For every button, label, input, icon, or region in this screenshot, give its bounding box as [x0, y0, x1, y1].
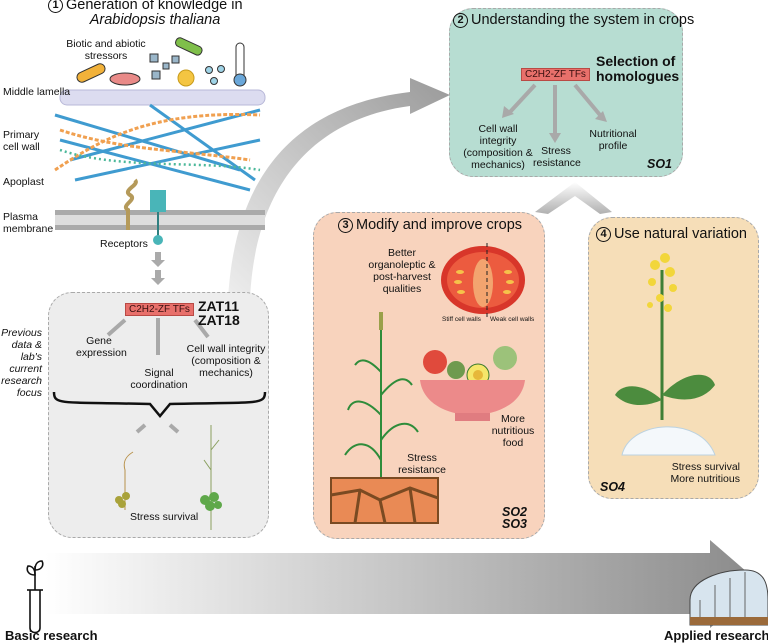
food-label: More nutritious food [491, 413, 535, 449]
output-cell-wall-integrity: Cell wall integrity (composition & mecha… [186, 343, 266, 379]
label-plasma-membrane: Plasma membrane [3, 211, 54, 235]
stress-resistance-label: Stress resistance [398, 452, 446, 476]
snow-mound-icon [621, 426, 716, 456]
signal-down-arrows [151, 252, 165, 285]
hemicellulose-chains [59, 148, 261, 172]
middle-lamella [59, 89, 266, 106]
sun-icon [177, 69, 195, 87]
output-signal-coordination: Signal coordination [130, 367, 188, 391]
bacterium-icon [175, 37, 203, 56]
salt-crystals-icon [149, 53, 180, 80]
stress-survival-label: Stress survival [130, 511, 199, 523]
plasma-membrane [55, 210, 265, 230]
bacterium-icon [76, 63, 106, 83]
stiff-cell-walls-label: Stiff cell walls [442, 316, 481, 323]
cellulose-fibres [54, 103, 261, 192]
label-receptors: Receptors [100, 238, 148, 250]
section1-species: Arabidopsis thaliana [89, 12, 221, 28]
split-arrow-chevron [535, 182, 612, 214]
greenhouse-icon [689, 569, 768, 626]
cereal-plant-icon [344, 312, 419, 485]
arabidopsis-plant-large [200, 425, 222, 530]
selection-of-homologues: Selection of homologues [596, 53, 680, 84]
pectin-chains [54, 112, 261, 172]
applied-research-label: Applied research [664, 628, 768, 643]
weak-cell-walls-label: Weak cell walls [490, 316, 535, 323]
output-cell-wall-integrity: Cell wall integrity (composition & mecha… [463, 123, 533, 171]
objective-so2: SO2 [502, 505, 528, 519]
tomato-icon [441, 243, 525, 318]
section1-title-line1: Generation of knowledge in [66, 0, 243, 13]
output-stress-resistance: Stress resistance [533, 145, 581, 169]
output-nutritional-profile: Nutritional profile [589, 128, 637, 152]
objective-so4: SO4 [600, 480, 626, 494]
tf-output-arrows [106, 318, 210, 434]
label-primary-cell-wall: Primary cell wall [3, 129, 40, 153]
section4-title-text: Use natural variation [614, 226, 747, 242]
objective-so3: SO3 [502, 517, 528, 531]
step-number-badge: 4 [596, 227, 611, 242]
quality-label: Better organoleptic & post-harvest quali… [368, 247, 436, 295]
receptor-kinase [124, 178, 138, 230]
arabidopsis-plant-small [115, 451, 134, 510]
gene-zat11: ZAT11 [198, 298, 239, 314]
tf-label: C2H2-ZF TFs [521, 68, 590, 81]
pathogen-icon [109, 72, 141, 86]
basic-to-applied-arrow [45, 540, 762, 628]
label-apoplast: Apoplast [3, 176, 44, 188]
objective-so1: SO1 [647, 157, 673, 171]
tf-output-arrows [508, 83, 602, 135]
result-more-nutritious: More nutritious [670, 473, 740, 485]
test-tube-seedling-icon [26, 560, 44, 634]
dry-soil-icon [330, 477, 439, 524]
gene-zat18: ZAT18 [198, 312, 240, 328]
water-drops-icon [205, 65, 225, 85]
tf-label: C2H2-ZF TFs [125, 303, 194, 316]
section2-title-text: Understanding the system in crops [471, 12, 695, 28]
crops-understanding-box [449, 8, 683, 177]
stressors-label: Biotic and abiotic stressors [66, 38, 146, 62]
salad-bowl-icon [420, 346, 525, 421]
rapeseed-plant-icon [615, 253, 715, 420]
step-number-badge: 3 [338, 218, 353, 233]
receptor-icon [150, 190, 166, 212]
basic-research-label: Basic research [5, 628, 98, 643]
result-stress-survival: Stress survival [671, 461, 740, 473]
brace [52, 391, 267, 418]
label-middle-lamella: Middle lamella [3, 86, 71, 98]
side-note: Previous data & lab's current research f… [1, 327, 42, 399]
section3-title-text: Modify and improve crops [356, 217, 523, 233]
curved-progress-arrow [228, 78, 450, 300]
output-gene-expression: Gene expression [76, 335, 127, 359]
step-number-badge: 2 [453, 13, 468, 28]
step-number-badge: 1 [48, 0, 63, 13]
